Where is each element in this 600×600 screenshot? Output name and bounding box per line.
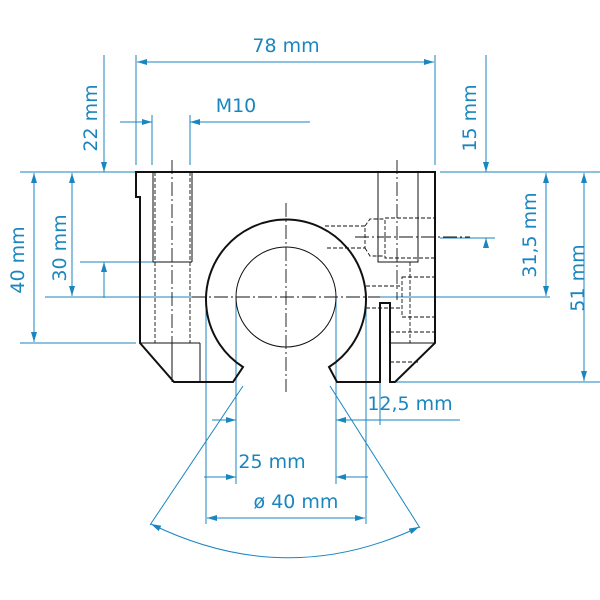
dim-slot: 12,5 mm (367, 393, 452, 415)
dim-center-height-right: 31,5 mm (519, 192, 541, 277)
dim-overall-width: 78 mm (252, 35, 319, 57)
dim-hole-depth: 22 mm (80, 84, 102, 151)
dim-opening: 25 mm (238, 451, 305, 473)
dimension-labels: 78 mm M10 22 mm 30 mm 40 mm 15 mm 31,5 m… (7, 35, 589, 513)
dim-bore-diameter: ø 40 mm (254, 491, 339, 513)
dim-total-height: 51 mm (567, 244, 589, 311)
dim-center-height-left: 30 mm (49, 214, 71, 281)
housing-outline (135, 160, 470, 392)
dimension-lines (31, 55, 587, 559)
dim-body-height: 40 mm (7, 226, 29, 293)
dim-thread: M10 (216, 95, 257, 117)
extension-lines (20, 55, 600, 529)
dim-top-offset: 15 mm (459, 84, 481, 151)
